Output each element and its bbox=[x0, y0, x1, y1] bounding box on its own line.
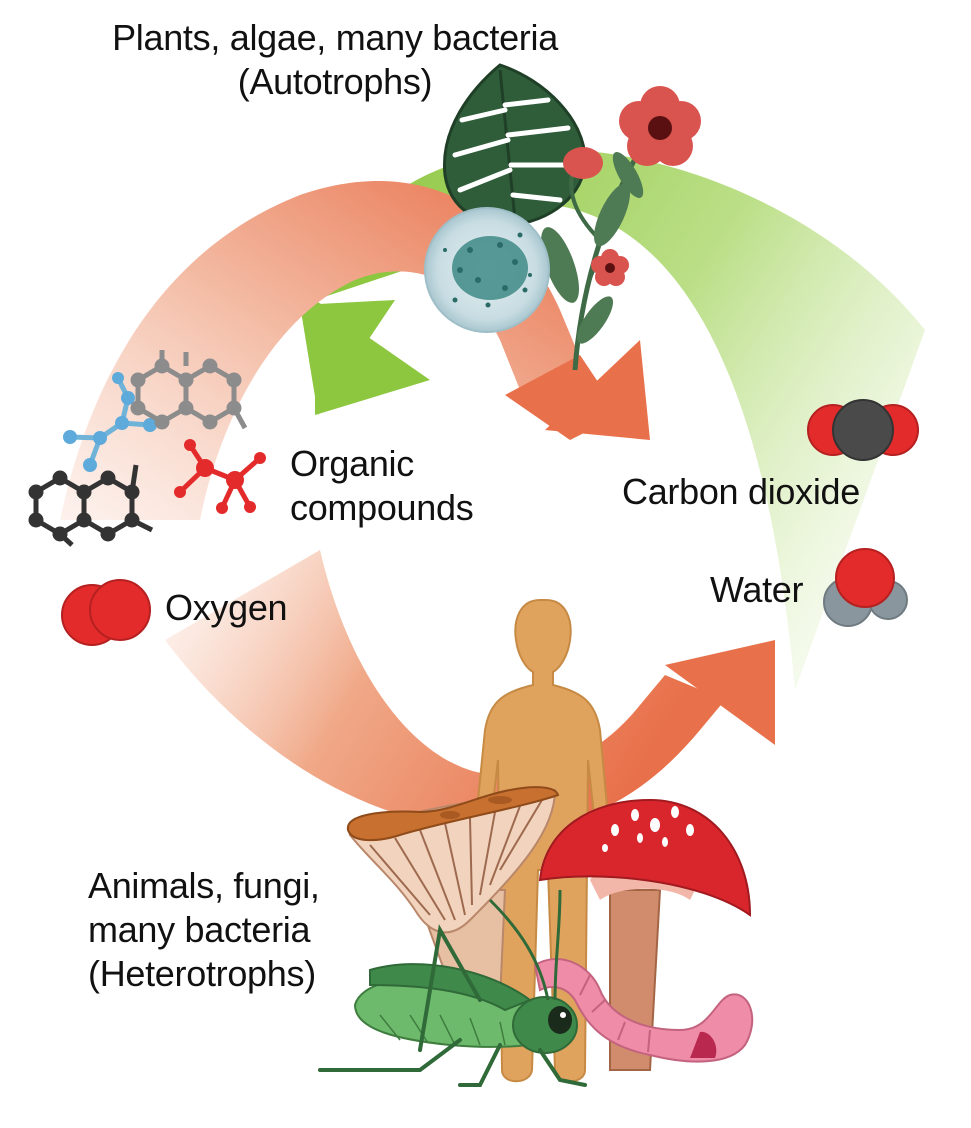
organic-compounds-label: Organic compounds bbox=[290, 442, 474, 530]
earthworm-icon bbox=[533, 958, 754, 1063]
carbon-dioxide-molecule-icon bbox=[807, 399, 919, 461]
heterotrophs-line1: Animals, fungi, bbox=[88, 865, 320, 906]
organic-line2: compounds bbox=[290, 487, 474, 528]
green-arrow bbox=[300, 149, 925, 690]
algae-cell-icon bbox=[424, 207, 550, 333]
heterotrophs-line2: many bacteria bbox=[88, 909, 311, 950]
organic-molecules-icon bbox=[28, 350, 266, 547]
oxygen-label: Oxygen bbox=[165, 587, 288, 628]
water-molecule-icon bbox=[823, 548, 908, 627]
heterotrophs-label: Animals, fungi, many bacteria (Heterotro… bbox=[88, 864, 320, 996]
monstera-leaf-icon bbox=[442, 63, 587, 227]
oxygen-molecule-icon bbox=[61, 579, 151, 646]
heterotrophs-line3: (Heterotrophs) bbox=[88, 953, 316, 994]
autotrophs-label: Plants, algae, many bacteria (Autotrophs… bbox=[80, 16, 590, 104]
autotrophs-line1: Plants, algae, many bacteria bbox=[112, 17, 558, 58]
water-label: Water bbox=[710, 569, 804, 610]
grasshopper-icon bbox=[318, 889, 587, 1087]
carbon-dioxide-label: Carbon dioxide bbox=[622, 471, 860, 512]
autotrophs-line2: (Autotrophs) bbox=[237, 61, 433, 102]
red-toadstool-icon bbox=[538, 798, 752, 1071]
red-flower-icon bbox=[541, 86, 701, 371]
organic-line1: Organic bbox=[290, 443, 414, 484]
